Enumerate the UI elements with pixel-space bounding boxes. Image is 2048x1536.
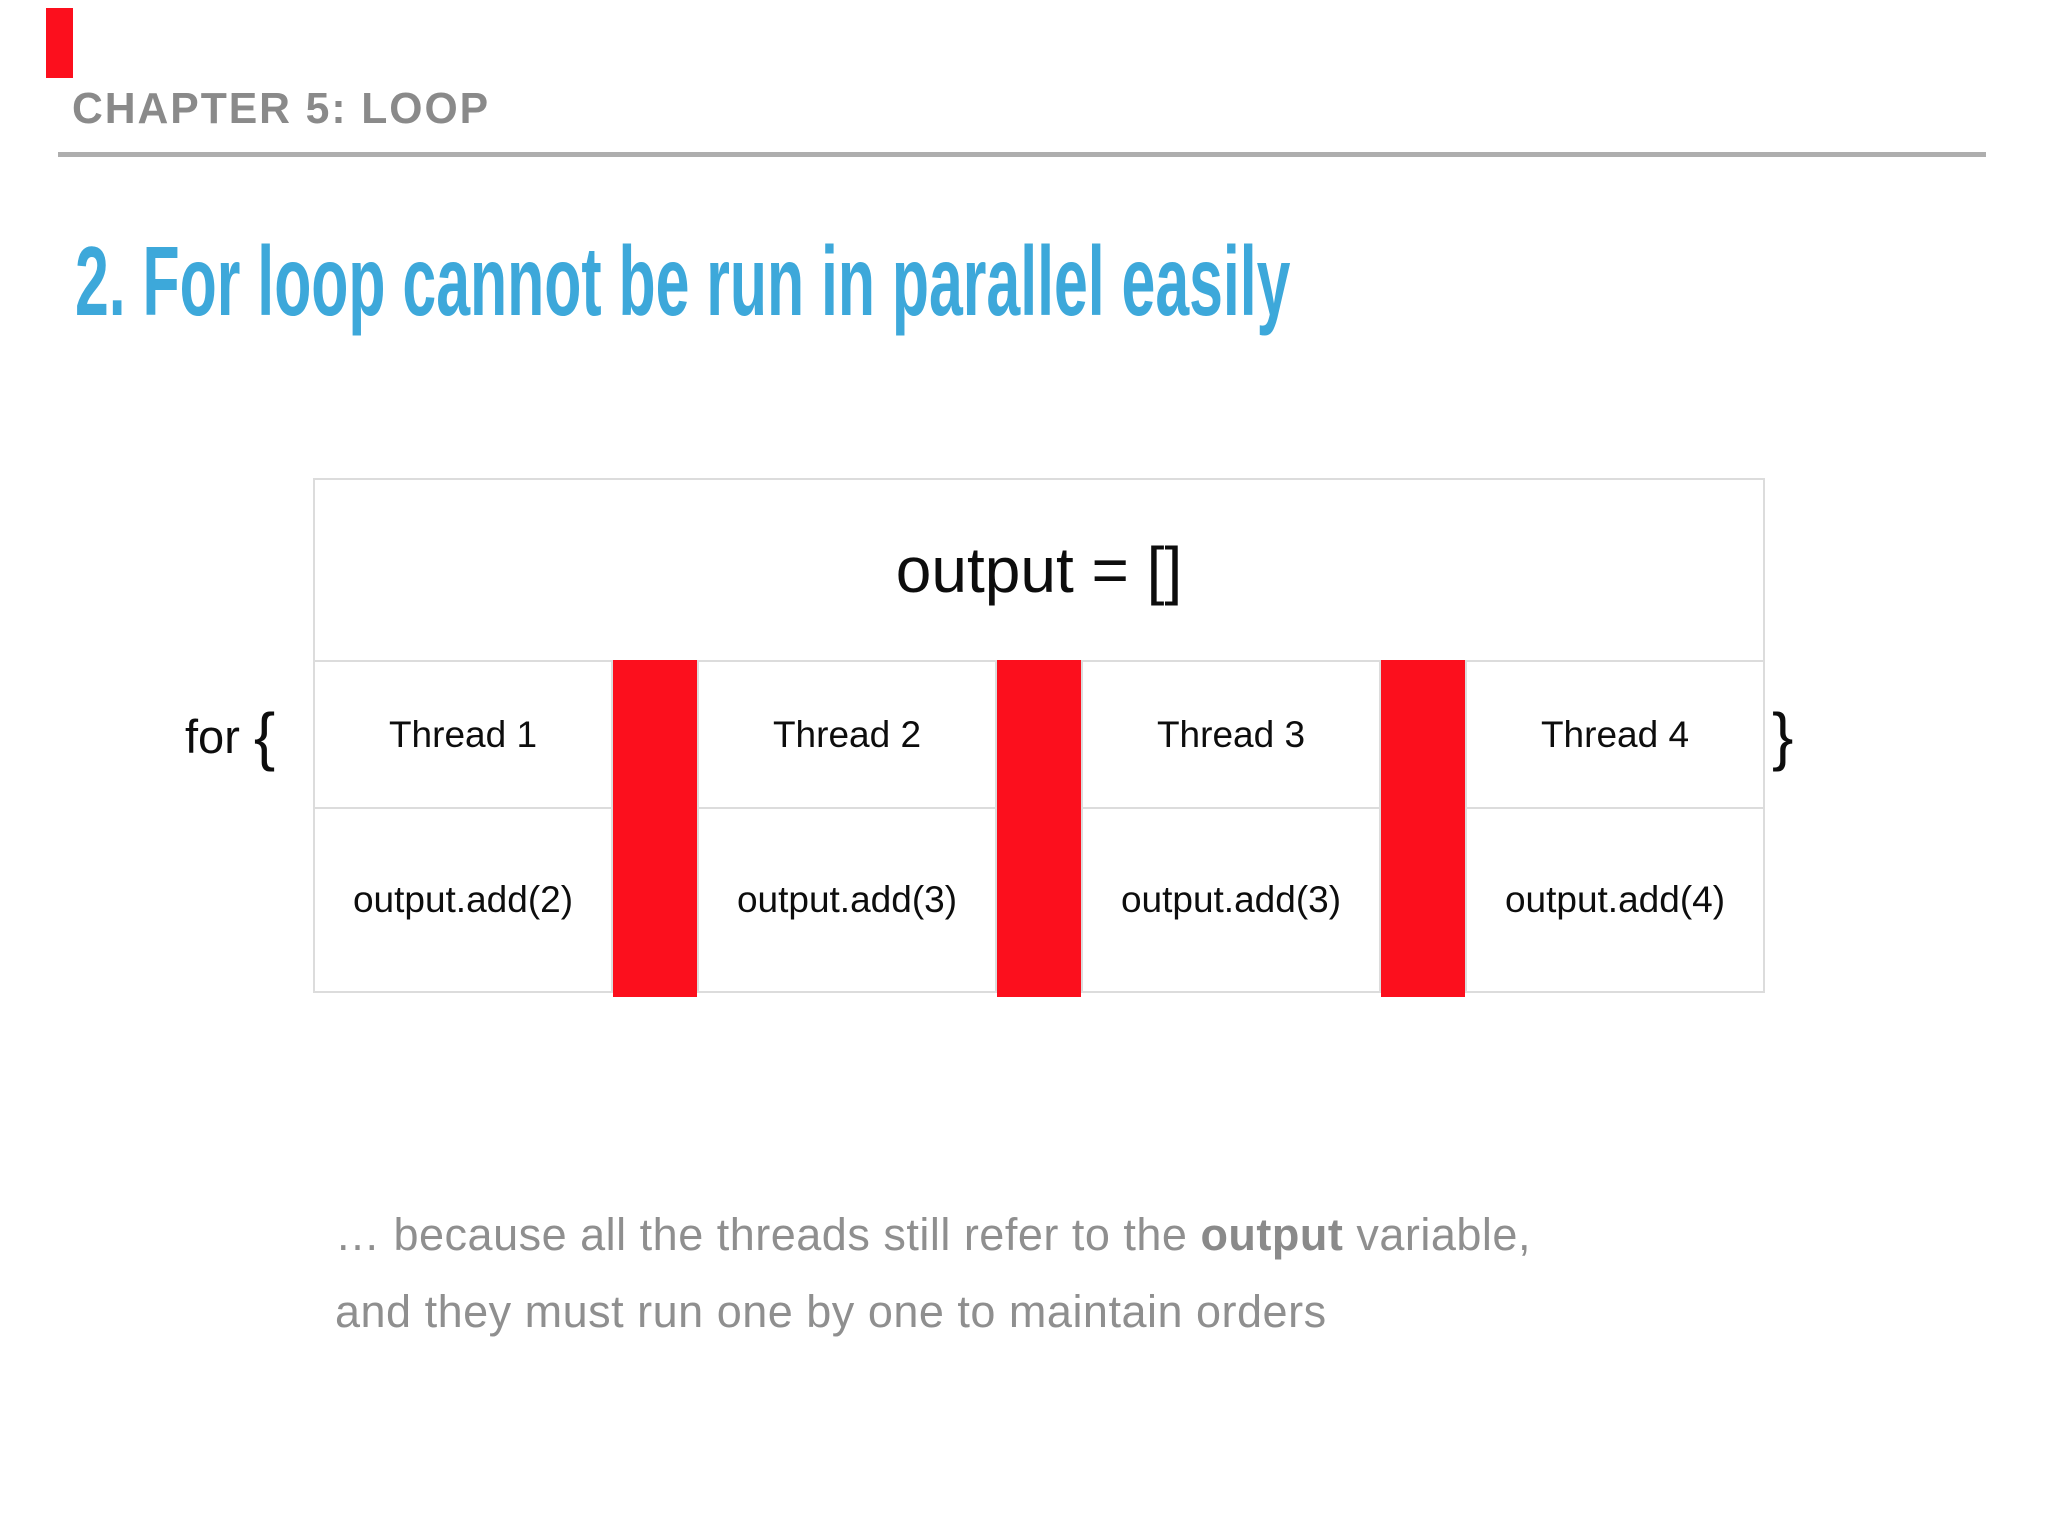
sync-barrier-2: [997, 660, 1081, 997]
thread-4-operation: output.add(4): [1504, 879, 1726, 920]
thread-1-cell: Thread 1: [313, 660, 613, 809]
open-brace: {: [253, 700, 276, 772]
thread-4-label: Thread 4: [1540, 713, 1690, 755]
thread-2-cell: Thread 2: [697, 660, 997, 809]
thread-1-operation-cell: output.add(2): [313, 807, 613, 993]
for-loop-label: for{: [185, 700, 275, 772]
thread-3-operation-cell: output.add(3): [1081, 807, 1381, 993]
thread-4-operation-cell: output.add(4): [1465, 807, 1765, 993]
for-keyword: for: [185, 709, 240, 763]
sync-barrier-1: [613, 660, 697, 997]
note-line1-suffix: variable,: [1343, 1209, 1531, 1260]
page-title: 2. For loop cannot be run in parallel ea…: [75, 226, 1291, 336]
thread-1-label: Thread 1: [388, 713, 538, 755]
thread-1-operation: output.add(2): [352, 879, 574, 920]
thread-3-cell: Thread 3: [1081, 660, 1381, 809]
close-brace-wrap: }: [1772, 700, 1793, 772]
thread-diagram: output = [] Thread 1 Thread 2 Thread 3 T…: [313, 478, 1765, 997]
chapter-kicker: CHAPTER 5: LOOP: [72, 84, 490, 133]
thread-2-operation-cell: output.add(3): [697, 807, 997, 993]
thread-3-operation: output.add(3): [1120, 879, 1342, 920]
close-brace: }: [1772, 700, 1794, 772]
explanation-note: … because all the threads still refer to…: [335, 1196, 1835, 1350]
output-variable-label: output = []: [895, 534, 1183, 606]
note-line1-prefix: … because all the threads still refer to…: [335, 1209, 1201, 1260]
red-accent-mark: [46, 8, 73, 78]
thread-4-cell: Thread 4: [1465, 660, 1765, 809]
output-variable-box: output = []: [313, 478, 1765, 662]
header-divider: [58, 152, 1986, 157]
note-bold-word: output: [1200, 1209, 1344, 1260]
sync-barrier-3: [1381, 660, 1465, 997]
thread-2-operation: output.add(3): [736, 879, 958, 920]
note-line2: and they must run one by one to maintain…: [335, 1286, 1327, 1337]
thread-2-label: Thread 2: [772, 713, 922, 755]
thread-3-label: Thread 3: [1156, 713, 1306, 755]
